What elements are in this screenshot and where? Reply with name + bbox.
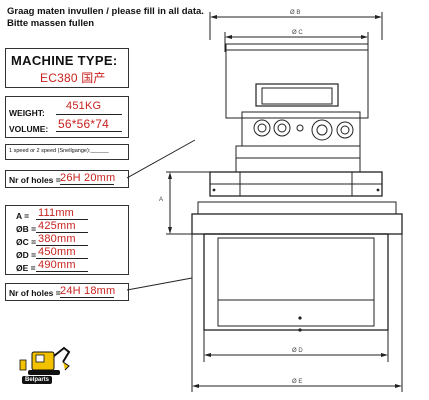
valve-port-3 bbox=[311, 119, 333, 141]
valve-port-4 bbox=[336, 121, 354, 139]
holes-1-label: Nr of holes = bbox=[9, 175, 61, 185]
top-cover bbox=[225, 43, 369, 119]
dim-c-underline bbox=[36, 245, 88, 246]
valve-port-1-inner bbox=[257, 123, 267, 133]
d-arrow-left bbox=[204, 353, 211, 357]
drum-inner bbox=[217, 237, 375, 327]
dimensions-box: A = 111mm ØB = 425mm ØC = 380mm ØD = 450… bbox=[5, 205, 129, 275]
belparts-logo: Belparts bbox=[16, 342, 72, 388]
d-arrow-right bbox=[381, 353, 388, 357]
holes-box-1: Nr of holes = 26H 20mm bbox=[5, 170, 129, 188]
logo-text: Belparts bbox=[22, 376, 53, 384]
holes-1-underline bbox=[60, 184, 114, 185]
volume-value: 56*56*74 bbox=[58, 117, 109, 131]
leader-holes-2 bbox=[126, 277, 193, 291]
motor-body bbox=[235, 145, 361, 173]
dim-b-value: 425mm bbox=[38, 220, 76, 232]
label-a: A bbox=[159, 197, 164, 203]
dim-d-underline bbox=[36, 258, 88, 259]
dim-a-underline bbox=[36, 219, 88, 220]
b-arrow-right bbox=[375, 15, 382, 19]
label-d: Ø D bbox=[292, 348, 303, 354]
holes-1-value: 26H 20mm bbox=[60, 172, 116, 184]
e-arrow-right bbox=[395, 384, 402, 388]
speed-label: 1 speed or 2 speed (Snellgange):______ bbox=[9, 148, 109, 154]
holes-2-value: 24H 18mm bbox=[60, 285, 116, 297]
c-arrow-left bbox=[225, 35, 232, 39]
weight-volume-box: WEIGHT: 451KG VOLUME: 56*56*74 bbox=[5, 96, 129, 138]
dim-d-value: 450mm bbox=[38, 246, 76, 258]
machine-type-value: EC380 国产 bbox=[40, 71, 106, 85]
valve-port-5 bbox=[296, 124, 304, 132]
valve-port-2-inner bbox=[277, 123, 287, 133]
volume-label: VOLUME: bbox=[9, 124, 49, 134]
weight-label: WEIGHT: bbox=[9, 108, 45, 118]
header-line-2: Bitte massen fullen bbox=[7, 18, 95, 29]
drum-housing bbox=[203, 233, 389, 331]
holes-2-underline bbox=[60, 297, 114, 298]
valve-port-4-inner bbox=[340, 125, 350, 135]
flange-bolt-2 bbox=[376, 188, 380, 192]
drum-bolt-2 bbox=[298, 328, 302, 332]
label-e: Ø E bbox=[292, 379, 303, 385]
e-arrow-left bbox=[192, 384, 199, 388]
dim-b-label: ØB = bbox=[16, 224, 37, 234]
machine-type-label: MACHINE TYPE: bbox=[11, 53, 118, 68]
a-arrow-top bbox=[168, 172, 172, 179]
volume-underline bbox=[56, 131, 122, 132]
machine-type-box: MACHINE TYPE: EC380 国产 bbox=[5, 48, 129, 88]
dim-c-value: 380mm bbox=[38, 233, 76, 245]
lower-flange-step bbox=[197, 201, 397, 215]
speed-box: 1 speed or 2 speed (Snellgange):______ bbox=[5, 144, 129, 160]
label-b: Ø B bbox=[290, 10, 301, 16]
header-line-1: Graag maten invullen / please fill in al… bbox=[7, 6, 204, 17]
dim-a-label: A = bbox=[16, 211, 30, 221]
weight-value: 451KG bbox=[66, 100, 102, 112]
top-block bbox=[255, 83, 339, 107]
valve-port-3-inner bbox=[316, 124, 328, 136]
a-arrow-bottom bbox=[168, 227, 172, 234]
dim-e-underline bbox=[36, 271, 88, 272]
dim-a-value: 111mm bbox=[38, 207, 75, 219]
weight-underline bbox=[56, 114, 122, 115]
dim-e-value: 490mm bbox=[38, 259, 76, 271]
holes-2-label: Nr of holes = bbox=[9, 288, 61, 298]
holes-box-2: Nr of holes = 24H 18mm bbox=[5, 283, 129, 301]
dim-d-label: ØD = bbox=[16, 250, 37, 260]
valve-block bbox=[241, 111, 361, 147]
valve-port-1 bbox=[253, 119, 271, 137]
label-c: Ø C bbox=[292, 30, 303, 36]
lower-flange bbox=[191, 213, 403, 235]
b-arrow-left bbox=[210, 15, 217, 19]
flange-bolt-1 bbox=[212, 188, 216, 192]
dim-b-underline bbox=[36, 232, 88, 233]
leader-holes-1 bbox=[126, 139, 196, 179]
drum-bolt-1 bbox=[298, 316, 302, 320]
dim-c-label: ØC = bbox=[16, 237, 37, 247]
excavator-icon bbox=[19, 346, 71, 375]
c-arrow-right bbox=[361, 35, 368, 39]
valve-port-2 bbox=[273, 119, 291, 137]
top-block-inner bbox=[261, 87, 333, 105]
dim-e-label: ØE = bbox=[16, 263, 36, 273]
